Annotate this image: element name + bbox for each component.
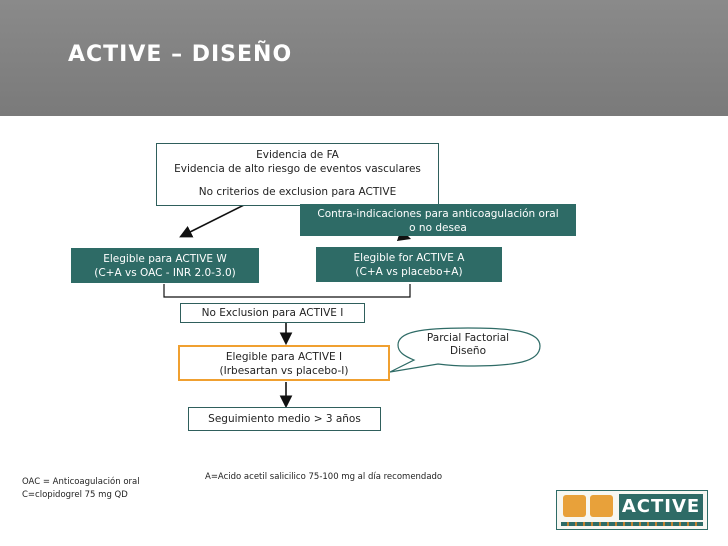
bracket-w-a xyxy=(163,284,411,298)
contra-line-2: o no desea xyxy=(409,222,467,234)
no-exclusion-box: No Exclusion para ACTIVE I xyxy=(180,303,365,323)
aspirin-note: A=Acido acetil salicilico 75-100 mg al d… xyxy=(205,472,443,482)
contra-indications-box: Contra-indicaciones para anticoagulación… xyxy=(300,204,576,236)
abbrev-oac: OAC = Anticoagulación oral xyxy=(22,477,140,487)
active-a-box: Elegible for ACTIVE A (C+A vs placebo+A) xyxy=(316,247,502,282)
callout-bubble xyxy=(389,327,541,373)
active-i-line-1: Elegible para ACTIVE I xyxy=(225,351,343,363)
no-exclusion-label: No Exclusion para ACTIVE I xyxy=(201,307,344,319)
active-a-line-1: Elegible for ACTIVE A xyxy=(353,252,465,264)
callout-line-2: Diseño xyxy=(449,345,486,357)
callout-line-1: Parcial Factorial xyxy=(426,332,510,344)
evidence-line-1: Evidencia de FA xyxy=(256,149,339,161)
heart-icon xyxy=(563,495,586,517)
brain-icon xyxy=(590,495,613,517)
evidence-box: Evidencia de FA Evidencia de alto riesgo… xyxy=(156,143,439,206)
abbrev-clopidogrel: C=clopidogrel 75 mg QD xyxy=(22,490,128,500)
callout-text: Parcial Factorial Diseño xyxy=(404,332,532,362)
abbreviation-note: OAC = Anticoagulación oral C=clopidogrel… xyxy=(22,476,140,502)
contra-line-1: Contra-indicaciones para anticoagulación… xyxy=(317,208,559,220)
evidence-line-2: Evidencia de alto riesgo de eventos vasc… xyxy=(174,163,421,175)
evidence-line-3: No criterios de exclusion para ACTIVE xyxy=(198,186,397,198)
logo-word: ACTIVE xyxy=(619,494,703,520)
active-i-line-2: (Irbesartan vs placebo-I) xyxy=(219,365,349,377)
page-title: ACTIVE – DISEÑO xyxy=(68,42,293,67)
logo-strip xyxy=(561,522,703,526)
active-a-line-2: (C+A vs placebo+A) xyxy=(355,266,463,278)
followup-box: Seguimiento medio > 3 años xyxy=(188,407,381,431)
active-w-line-2: (C+A vs OAC - INR 2.0-3.0) xyxy=(94,267,236,279)
active-w-line-1: Elegible para ACTIVE W xyxy=(103,253,227,265)
followup-label: Seguimiento medio > 3 años xyxy=(208,413,361,425)
active-logo: ACTIVE xyxy=(556,490,708,530)
active-w-box: Elegible para ACTIVE W (C+A vs OAC - INR… xyxy=(71,248,259,283)
active-i-box: Elegible para ACTIVE I (Irbesartan vs pl… xyxy=(178,345,390,381)
header-bar: ACTIVE – DISEÑO xyxy=(0,0,728,116)
